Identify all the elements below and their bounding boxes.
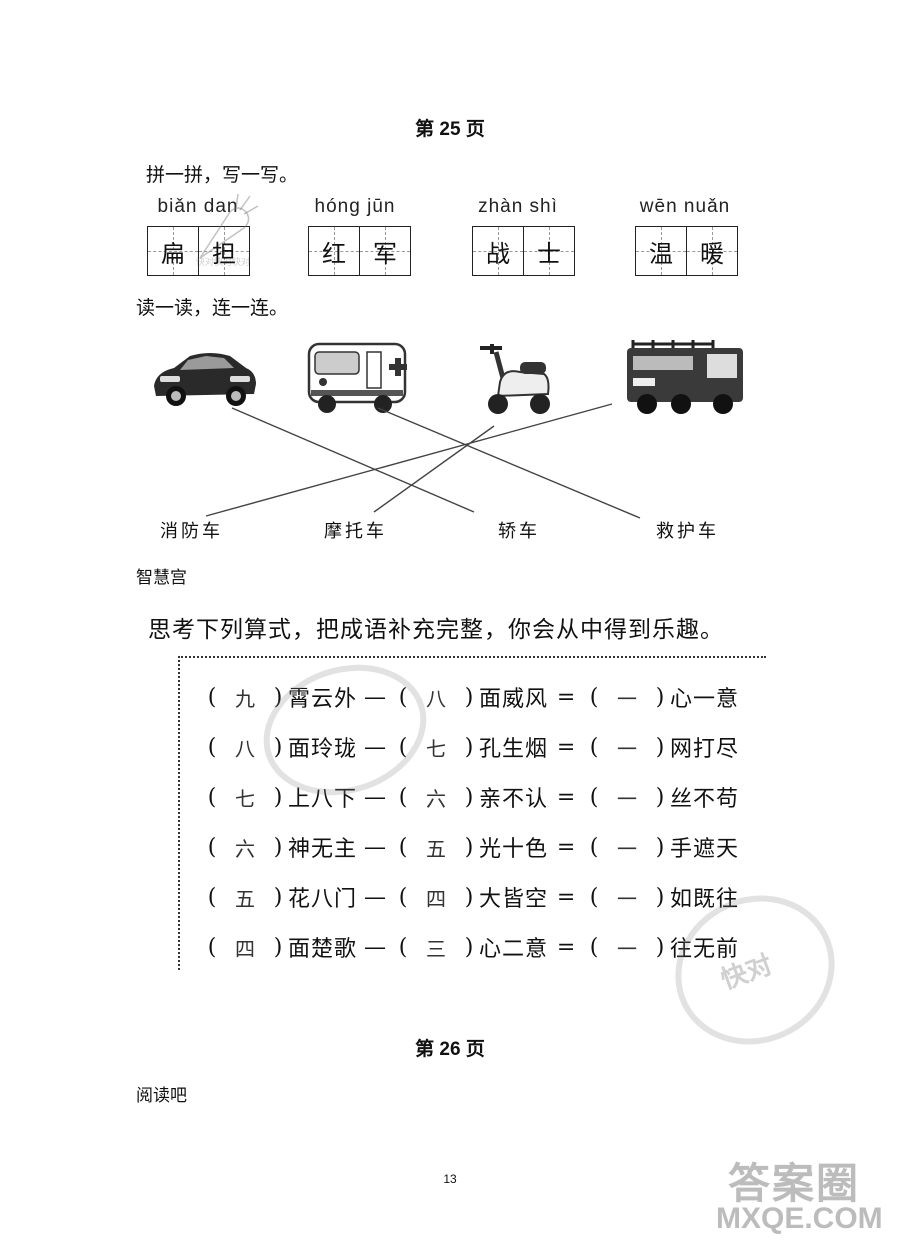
word-box-2: 红 军: [308, 226, 411, 276]
wisdom-title: 智慧宫: [136, 568, 187, 588]
char-cell: 担: [198, 227, 249, 275]
answer-c: 一: [617, 836, 638, 861]
page-number: 13: [443, 1172, 457, 1186]
pinyin-3: zhàn shì: [478, 196, 558, 217]
idiom-part-2: 心二意: [479, 937, 549, 962]
answer-a: 九: [235, 686, 255, 711]
label-motorcycle: 摩托车: [324, 521, 387, 542]
answer-b: 七: [426, 736, 447, 761]
answer-a: 八: [235, 736, 255, 761]
kuaidui-stamp-watermark-icon: [263, 664, 427, 796]
match-line-car: [231, 407, 475, 513]
char-cell: 战: [473, 227, 523, 275]
char-cell: 红: [309, 227, 359, 275]
idiom-part-2: 面威风: [479, 687, 549, 712]
answer-b: 三: [426, 936, 447, 961]
idiom-row: ( 七 ) 上八下 — ( 六 ) 亲不认 = ( 一 ) 丝不苟: [202, 772, 739, 822]
idiom-part-2: 亲不认: [479, 787, 549, 812]
answer-b: 四: [426, 886, 447, 911]
match-line-firetruck: [205, 403, 613, 517]
pinyin-2: hóng jūn: [314, 196, 396, 217]
idiom-part-2: 光十色: [479, 837, 549, 862]
idiom-part-3: 心一意: [670, 687, 740, 712]
idiom-row: ( 六 ) 神无主 — ( 五 ) 光十色 = ( 一 ) 手遮天: [202, 822, 739, 872]
answer-c: 一: [617, 686, 638, 711]
answer-a: 七: [235, 786, 255, 811]
answer-c: 一: [617, 786, 638, 811]
idiom-part-1: 上八下: [288, 787, 358, 812]
kuaidui-small-watermark: 快对快对快对: [196, 258, 251, 268]
word-box-3: 战 士: [472, 226, 575, 276]
word-box-4: 温 暖: [635, 226, 738, 276]
char-cell: 士: [523, 227, 574, 275]
char-cell: 扁: [148, 227, 198, 275]
idiom-part-1: 霄云外: [288, 687, 358, 712]
answer-c: 一: [617, 736, 638, 761]
match-section-title: 读一读，连一连。: [136, 297, 289, 319]
pinyin-4: wēn nuǎn: [639, 196, 731, 217]
answer-c: 一: [617, 886, 638, 911]
site-url-watermark: MXQE.COM: [716, 1202, 883, 1235]
label-fire-truck: 消防车: [160, 521, 223, 542]
idiom-part-1: 神无主: [288, 837, 358, 862]
kuaidui-stamp-watermark-icon: [675, 895, 835, 1045]
answer-c: 一: [617, 936, 638, 961]
car-icon: [154, 353, 256, 406]
answer-a: 四: [235, 936, 255, 961]
wisdom-instruction: 思考下列算式，把成语补充完整，你会从中得到乐趣。: [148, 617, 724, 643]
word-box-1: 扁 担: [147, 226, 250, 276]
idiom-row: ( 四 ) 面楚歌 — ( 三 ) 心二意 = ( 一 ) 往无前: [202, 922, 739, 972]
char-cell: 温: [636, 227, 686, 275]
label-sedan: 轿车: [498, 521, 540, 542]
answer-b: 八: [426, 686, 447, 711]
reading-title: 阅读吧: [136, 1086, 187, 1106]
page-heading-26: 第 26 页: [415, 1039, 485, 1060]
idiom-part-1: 面玲珑: [288, 737, 358, 762]
idiom-part-2: 孔生烟: [479, 737, 549, 762]
idiom-part-2: 大皆空: [479, 887, 549, 912]
idiom-part-3: 往无前: [670, 937, 740, 962]
scooter-icon: [480, 344, 550, 414]
idiom-part-1: 面楚歌: [288, 937, 358, 962]
carrot-watermark-icon: [199, 193, 259, 259]
idiom-part-1: 花八门: [288, 887, 358, 912]
match-line-ambulance: [377, 407, 641, 519]
char-cell: 军: [359, 227, 410, 275]
pinyin-1: biǎn dan: [157, 196, 239, 217]
idiom-part-3: 如既往: [670, 887, 740, 912]
answer-a: 五: [235, 886, 255, 911]
idiom-row: ( 九 ) 霄云外 — ( 八 ) 面威风 = ( 一 ) 心一意: [202, 672, 739, 722]
idiom-row: ( 八 ) 面玲珑 — ( 七 ) 孔生烟 = ( 一 ) 网打尽: [202, 722, 739, 772]
site-logo-watermark: 答案圈: [728, 1159, 861, 1208]
matching-lines: [205, 403, 641, 519]
answer-b: 六: [426, 786, 447, 811]
match-line-scooter: [373, 425, 495, 513]
ambulance-icon: [307, 342, 407, 413]
page-heading-25: 第 25 页: [415, 119, 485, 140]
puzzle-frame: [178, 656, 766, 970]
idiom-puzzle: ( 九 ) 霄云外 — ( 八 ) 面威风 = ( 一 ) 心一意 ( 八 ) …: [202, 672, 739, 972]
idiom-row: ( 五 ) 花八门 — ( 四 ) 大皆空 = ( 一 ) 如既往: [202, 872, 739, 922]
pinyin-section-title: 拼一拼，写一写。: [146, 164, 299, 186]
answer-a: 六: [235, 836, 255, 861]
idiom-part-3: 网打尽: [670, 737, 740, 762]
idiom-part-3: 丝不苟: [670, 787, 740, 812]
idiom-part-3: 手遮天: [670, 837, 740, 862]
label-ambulance: 救护车: [656, 521, 719, 542]
fire-truck-icon: [627, 340, 743, 414]
char-cell: 暖: [686, 227, 737, 275]
answer-b: 五: [426, 836, 447, 861]
